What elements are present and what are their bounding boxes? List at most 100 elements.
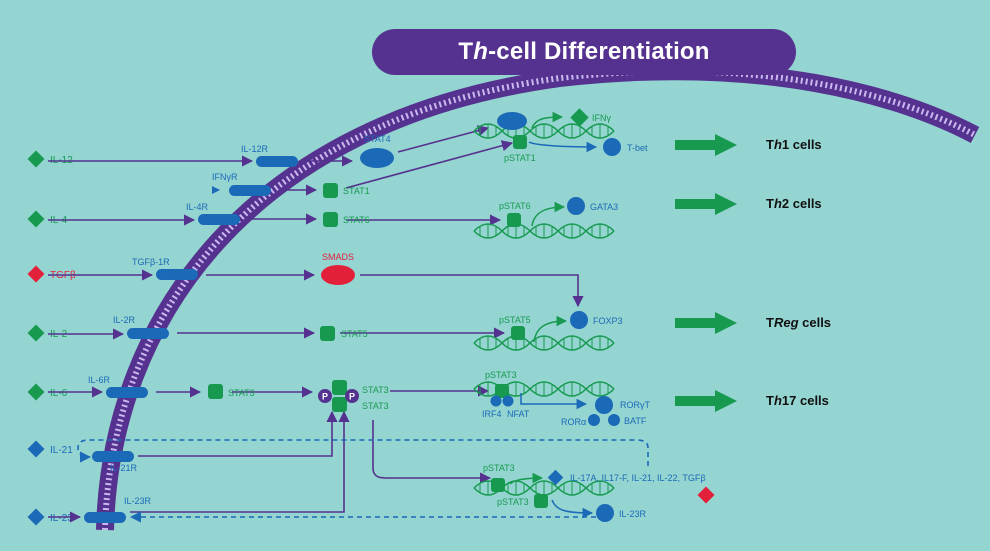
il23-label: IL-23 [50,513,73,524]
cell-membrane-texture [102,68,977,531]
pstat5-molecule [511,326,525,340]
il21r-receptor [92,451,134,462]
ifng-pointer-arrow [212,186,220,194]
receptors [84,156,298,523]
gata3-transcription-arrow [531,201,566,227]
stat3-dimer-label-a: STAT3 [362,385,389,395]
pstat3-b-molecule [491,478,505,492]
il6r-label: IL-6R [88,375,111,385]
nfat-label: NFAT [507,409,530,419]
rorgt-label: RORγT [620,400,650,410]
phospho-left-label: P [322,392,328,402]
stat1-to-pstat1-arrow [345,140,514,189]
treg-output-arrow [675,312,737,334]
ifngr-receptor [229,185,271,196]
title-suffix: -cell Differentiation [488,38,710,65]
phospho-left-icon [318,389,332,403]
stat4-to-nucleus-arrow [397,125,490,153]
rora-label: RORα [561,417,586,427]
stat6-molecule [323,212,338,227]
batf-icon [608,414,620,426]
foxp3-label: FOXP3 [593,316,623,326]
il23r-label: IL-23R [124,496,152,506]
pstat1-molecule [513,135,527,149]
th1-cells-label: Th1 cells [766,137,822,152]
th17-output-arrow [675,390,737,412]
il23r-transcription-arrow [551,499,594,519]
stat4-label: STAT4 [364,134,391,144]
treg-cells-label: TReg cells [766,315,831,330]
nfat-icon [502,395,514,407]
il23r-expression-label: IL-23R [619,509,647,519]
il21-ligand-icon [27,440,45,458]
pstat5-label: pSTAT5 [499,315,531,325]
il4r-receptor [198,214,240,225]
ifng-label: IFNγ [592,113,611,123]
ifng-transcription-arrow [531,111,564,129]
stat5-label: STAT5 [341,329,368,339]
th1-prefix: T [766,137,774,152]
il6r-receptor [106,387,148,398]
pstat1-label: pSTAT1 [504,153,536,163]
th17-prefix: T [766,393,774,408]
phospho-right-icon [345,389,359,403]
il17-transcription-arrow [509,472,544,485]
cytokine-ligands [27,150,45,526]
stat4-molecule [360,148,394,168]
treg-prefix: T [766,315,774,330]
smads-label: SMADS [322,252,354,262]
il2r-receptor [127,328,169,339]
tbet-icon [603,138,621,156]
il4r-label: IL-4R [186,202,209,212]
stat3-dimer: P P [318,380,359,412]
il4-ligand-icon [27,210,45,228]
pstat6-molecule [507,213,521,227]
gata3-label: GATA3 [590,202,618,212]
ifng-icon [570,108,589,127]
il6-ligand-icon [27,383,45,401]
tbet-label: T-bet [627,143,648,153]
th2-prefix: T [766,196,774,211]
dna-th2 [473,223,615,239]
il12r-receptor [256,156,298,167]
pstat3-b-label: pSTAT3 [483,463,515,473]
foxp3-transcription-arrow [533,315,568,343]
il23r-to-dimer-arrow [130,410,350,513]
irf4-icon [490,395,502,407]
smads-to-foxp3-arrow [360,274,584,308]
batf-label: BATF [624,416,647,426]
th17-italic: h [773,393,782,408]
th1-italic: h [773,137,782,152]
stat3-to-il17-arrow [372,420,492,484]
il6-label: IL-6 [50,388,68,399]
stat3-dimer-label-b: STAT3 [362,401,389,411]
stat3-dimer-bottom [332,397,347,412]
th2-suffix: 2 cells [781,196,822,211]
title-italic: h [473,38,489,65]
il2-ligand-icon [27,324,45,342]
il21-feedback-loop [77,439,649,466]
il17-cytokines-label: IL-17A, IL17-F, IL-21, IL-22, TGFβ [570,473,706,483]
il12-ligand-icon [27,150,45,168]
treg-suffix: cells [798,315,832,330]
th1-output-arrow [675,134,737,156]
rora-icon [588,414,600,426]
stat3-molecule [208,384,223,399]
dna-th1 [473,123,615,139]
il21-label: IL-21 [50,445,73,456]
gata3-icon [567,197,585,215]
th2-cells-label: Th2 cells [766,196,822,211]
il21r-to-dimer-arrow [138,410,338,457]
tbet-transcription-arrow [528,141,598,153]
th2-output-arrow [675,193,737,215]
phospho-right-label: P [349,392,355,402]
tgfb1r-label: TGFβ-1R [132,257,170,267]
rorgt-transcription-arrow [520,393,588,410]
th17-suffix: 17 cells [781,393,829,408]
pstat6-label: pSTAT6 [499,201,531,211]
il23r-expression-icon [596,504,614,522]
th2-italic: h [773,196,782,211]
